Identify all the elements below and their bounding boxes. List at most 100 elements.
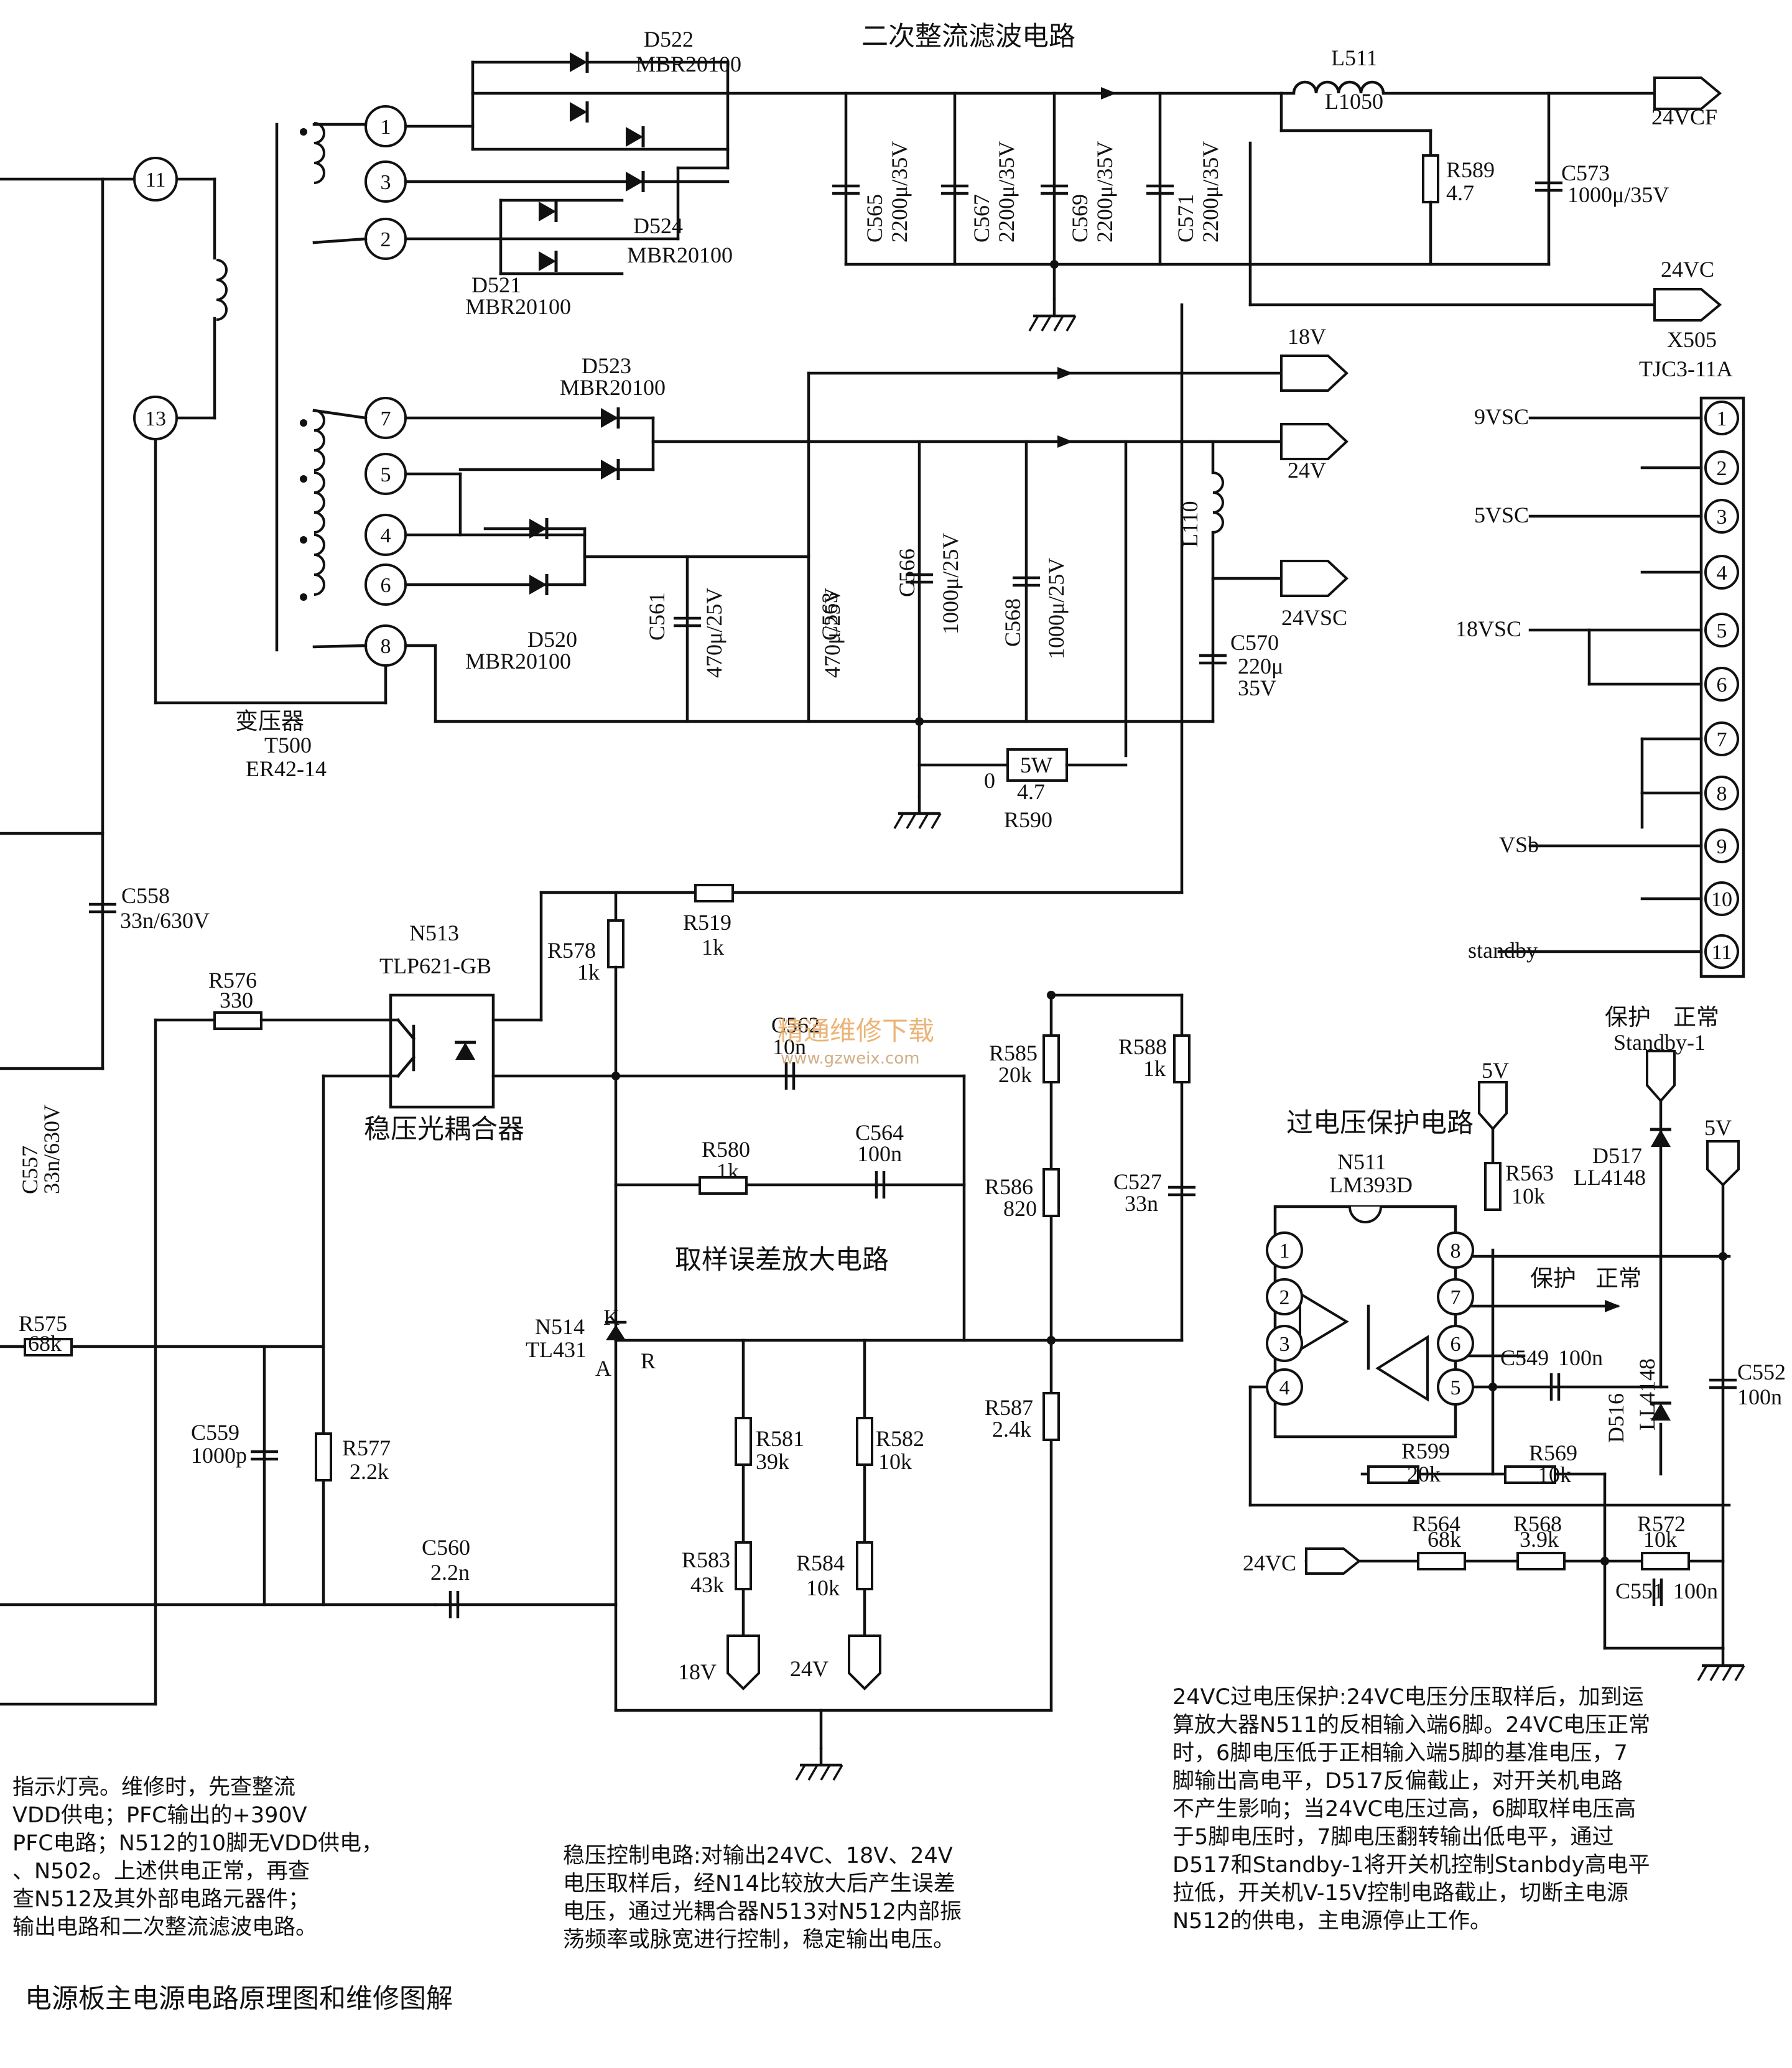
pin-13-label: 13 xyxy=(145,407,166,430)
component-label: C563 xyxy=(817,592,842,641)
note-right-line: 时，6脚电压低于正相输入端5脚的基准电压，7 xyxy=(1172,1741,1628,1766)
optocoupler-caption: 稳压光耦合器 xyxy=(364,1114,524,1145)
connector-pin-label: 2 xyxy=(1717,457,1727,480)
watermark-url: www.gzweix.com xyxy=(781,1049,920,1068)
note-left-line: VDD供电；PFC输出的+390V xyxy=(12,1803,307,1828)
ovp-pin-label: 7 xyxy=(1451,1286,1461,1309)
transformer-ref-label: T500 xyxy=(264,733,312,758)
note-left-line: 输出电路和二次整流滤波电路。 xyxy=(12,1915,317,1940)
transformer-name-label: 变压器 xyxy=(235,708,304,735)
connector-pin-label: 3 xyxy=(1717,506,1727,529)
component-label: D523 xyxy=(582,353,631,378)
connector-pin-label: 4 xyxy=(1717,562,1727,585)
component-label: 1k xyxy=(577,960,600,985)
component-label: 20k xyxy=(1407,1462,1441,1486)
component-label: 2200μ/35V xyxy=(1198,141,1223,243)
component-label: 100n xyxy=(1737,1384,1782,1409)
component-label: 1000μ/25V xyxy=(1044,558,1069,659)
component-label: 35V xyxy=(1238,675,1276,700)
component-label: 2200μ/35V xyxy=(994,141,1019,243)
component-label: R582 xyxy=(876,1426,924,1451)
component-label: 1000p xyxy=(191,1443,247,1468)
component-label: C557 xyxy=(17,1146,42,1194)
component-label: 10n xyxy=(773,1034,806,1059)
error-amp-title: 取样误差放大电路 xyxy=(675,1245,889,1276)
net-18v-label: 18V xyxy=(1288,324,1326,349)
component-label: 33n/630V xyxy=(39,1105,64,1194)
component-label: 820 xyxy=(1003,1196,1037,1221)
component-label: D524 xyxy=(633,213,683,238)
connector-pin-label: 7 xyxy=(1717,728,1727,751)
component-label: Standby-1 xyxy=(1613,1030,1706,1055)
component-label: 4.7 xyxy=(1446,180,1474,205)
pin-2-label: 2 xyxy=(381,228,391,251)
component-label: R580 xyxy=(702,1137,750,1162)
pin-8-label: 8 xyxy=(381,635,391,658)
note-right-line: 不产生影响；当24VC电压过高，6脚取样电压高 xyxy=(1172,1797,1636,1822)
connector-pin-circle xyxy=(1704,555,1739,590)
component-label: R576 xyxy=(208,968,257,993)
component-label: A xyxy=(595,1356,611,1381)
note-left-line: 、N502。上述供电正常，再查 xyxy=(12,1859,310,1884)
component-label: MBR20100 xyxy=(560,375,666,400)
pin-4-label: 4 xyxy=(381,524,391,547)
component-label: 10k xyxy=(1538,1462,1571,1487)
component-label: 39k xyxy=(756,1449,789,1474)
component-label: 10k xyxy=(878,1449,912,1474)
pin-6-label: 6 xyxy=(381,574,391,597)
note-right-line: 拉低，开关机V-15V控制电路截止，切断主电源 xyxy=(1172,1881,1628,1906)
connector-pin-label: 11 xyxy=(1712,941,1732,964)
note-center-line: 稳压控制电路:对输出24VC、18V、24V xyxy=(563,1843,953,1868)
ovp-title: 过电压保护电路 xyxy=(1286,1108,1474,1139)
component-label: 33n xyxy=(1125,1191,1158,1216)
component-label: LL4148 xyxy=(1635,1358,1660,1430)
component-label: L1050 xyxy=(1325,89,1383,114)
component-label: MBR20100 xyxy=(465,294,571,319)
component-label: C569 xyxy=(1067,194,1092,243)
component-label: C552 xyxy=(1737,1360,1786,1384)
ovp-pin-label: 3 xyxy=(1279,1333,1290,1356)
component-label: N513 xyxy=(409,920,459,945)
secondary-title: 二次整流滤波电路 xyxy=(861,21,1075,52)
component-label: R564 xyxy=(1412,1511,1460,1536)
component-label: 470μ/25V xyxy=(820,588,845,678)
note-right-line: 于5脚电压时，7脚电压翻转输出低电平，通过 xyxy=(1172,1825,1614,1850)
secondary-18v-24v xyxy=(404,355,1349,828)
component-label: 10k xyxy=(1643,1527,1677,1552)
status-protect-label: 保护 xyxy=(1530,1265,1576,1292)
pin-11-label: 11 xyxy=(146,169,166,192)
pin-1-label: 1 xyxy=(381,116,391,139)
status-normal-label: 正常 xyxy=(1595,1265,1641,1292)
connector-pin-circle xyxy=(1704,881,1739,916)
page-title: 电源板主电源电路原理图和维修图解 xyxy=(25,1983,453,2015)
net-24v-input-label: 24V xyxy=(790,1656,829,1681)
component-labels: D522MBR20100D524MBR20100D521MBR20100D523… xyxy=(12,21,1786,2015)
net-24vcf-label: 24VCF xyxy=(1651,104,1717,129)
component-label: 10k xyxy=(1511,1184,1545,1208)
net-24vsc-label: 24VSC xyxy=(1281,605,1347,630)
connector-signal-label: 5VSC xyxy=(1474,503,1529,527)
connector-pin-label: 6 xyxy=(1717,674,1727,697)
connector-signal-label: standby xyxy=(1468,938,1538,963)
transformer-pins: 11 13 1 3 2 7 5 4 6 8 xyxy=(133,105,407,667)
connector-pin-circle xyxy=(1704,667,1739,702)
component-label: MBR20100 xyxy=(465,649,571,674)
component-label: 1k xyxy=(1143,1056,1166,1081)
component-label: N514 xyxy=(535,1314,585,1339)
component-label: 1k xyxy=(717,1159,739,1184)
connector-ref-label: X505 xyxy=(1667,327,1717,352)
connector-pin-label: 1 xyxy=(1717,407,1727,430)
component-label: R586 xyxy=(985,1174,1033,1199)
component-label: 1k xyxy=(702,935,724,960)
component-label: R589 xyxy=(1446,157,1495,182)
note-right-line: 24VC过电压保护:24VC电压分压取样后，加到运 xyxy=(1172,1685,1644,1710)
component-label: 68k xyxy=(1428,1527,1461,1552)
note-center-line: 电压取样后，经N14比较放大后产生误差 xyxy=(563,1871,955,1896)
component-label: R563 xyxy=(1505,1161,1554,1185)
component-label: LM393D xyxy=(1329,1172,1413,1197)
component-label: C559 xyxy=(191,1420,239,1445)
component-label: C568 xyxy=(1000,598,1025,647)
component-label: C551 xyxy=(1615,1579,1664,1603)
component-label: C570 xyxy=(1230,630,1279,655)
